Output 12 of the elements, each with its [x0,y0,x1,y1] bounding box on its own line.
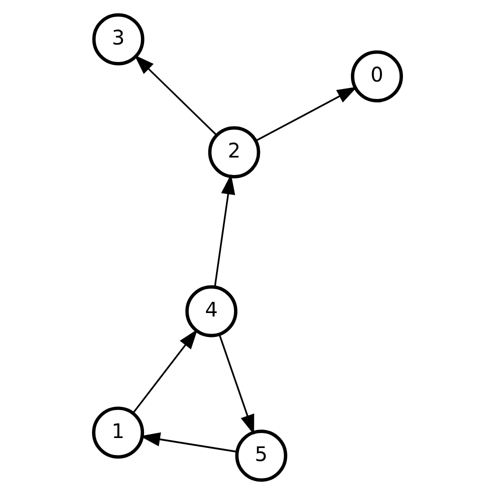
arrow [255,86,358,142]
arrow [132,329,198,414]
node-circle: 3 [92,13,144,66]
node-circle: 0 [350,50,403,102]
node-circle: 1 [92,406,144,459]
arrow [140,432,238,453]
arrow [214,174,236,288]
arrow [218,334,254,435]
arrow [134,54,218,136]
node-circle: 2 [208,126,260,178]
node-circle: 4 [185,285,238,338]
node-circle: 5 [235,430,288,482]
